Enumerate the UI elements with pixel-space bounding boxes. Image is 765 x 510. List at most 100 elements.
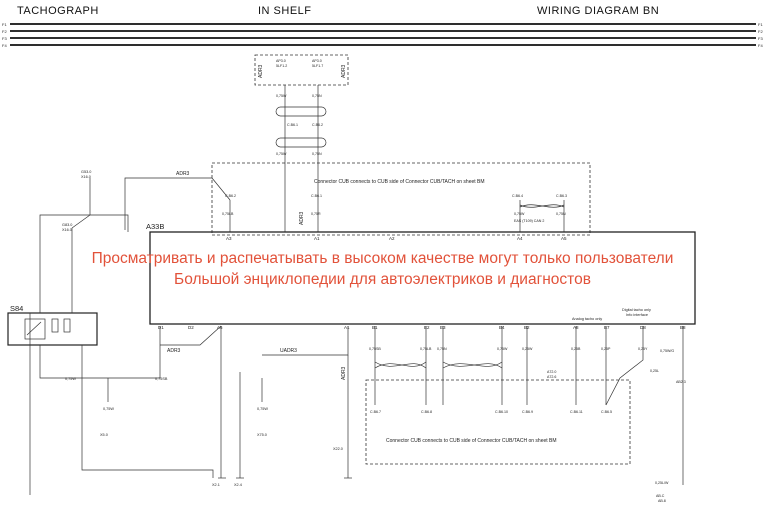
note-analog: Analog tacho only xyxy=(572,317,602,321)
wire-left-sb: 0,75SB xyxy=(155,377,168,381)
wire-b8-bot: 0,25L/W xyxy=(655,481,669,485)
pin-bot-d2: D2 xyxy=(188,325,194,330)
connector-label-cb62: C.B6.2 xyxy=(312,123,323,127)
ground-x24: X2.4 xyxy=(234,483,242,487)
wire-label-mid-w: 0,75W xyxy=(276,152,287,156)
top-ref-4: 5LF1.7 xyxy=(312,64,323,68)
bottom-ref-5: C.B6.11 xyxy=(570,410,583,414)
tachograph-box xyxy=(149,231,696,325)
wire-label-mid-n: 0,75N xyxy=(312,152,322,156)
wire-b1: 0,75SB xyxy=(369,347,381,351)
wire-b8b: 0,25L xyxy=(650,369,659,373)
wire-mid-w: 0,75W xyxy=(257,407,268,411)
pin-bot-a1: A1 xyxy=(344,325,350,330)
switch-internals xyxy=(24,318,71,340)
bottom-ref-4: C.B6.9 xyxy=(522,410,533,414)
s84-switch-box xyxy=(7,312,98,346)
connector-label-cb61: C.B6.1 xyxy=(287,123,298,127)
conn-top-c: C.B6.4 xyxy=(512,194,523,198)
ref-abc: AB.C xyxy=(656,494,665,498)
pin-top-a3: A3 xyxy=(226,236,232,241)
bus-label-3: F3 xyxy=(2,36,7,41)
left-ref-g83: G83.0 xyxy=(62,223,72,227)
bus-label-right-1: F1 xyxy=(758,22,763,27)
top-connector-box xyxy=(254,54,349,86)
note-info: Info interface xyxy=(626,313,648,317)
ref-a72: A72.0 xyxy=(547,370,556,374)
conn-top-b: C.B6.1 xyxy=(311,194,322,198)
pin-bot-b7: B7 xyxy=(604,325,610,330)
top-ref-3: 5LF1.2 xyxy=(276,64,287,68)
pin-top-a4: A4 xyxy=(517,236,523,241)
conn-top-d: C.B6.3 xyxy=(556,194,567,198)
watermark-line-2: Большой энциклопедии для автоэлектриков … xyxy=(174,271,591,288)
top-ref-2: AP3.0 xyxy=(312,59,322,63)
wire-a3: 0,75LB xyxy=(222,212,234,216)
wire-e3: 0,75N xyxy=(437,347,447,351)
wire-a5: 0,75N xyxy=(556,212,566,216)
note-digital: Digital tacho only xyxy=(622,308,651,312)
pin-bot-e2: E2 xyxy=(424,325,430,330)
wire-b2: 0,25W xyxy=(522,347,533,351)
header-right-title: WIRING DIAGRAM BN xyxy=(537,5,660,17)
adr-top-label: ADR3 xyxy=(176,171,190,177)
ground-x75: X75.0 xyxy=(257,433,267,437)
bus-label-right-3: F3 xyxy=(758,36,763,41)
switch-id: S84 xyxy=(10,304,23,313)
ground-x21: X2.1 xyxy=(212,483,220,487)
left-ref-x16: X16.0 xyxy=(81,175,91,179)
bus-label-right-2: F2 xyxy=(758,29,763,34)
wire-d8: 0,25Y xyxy=(638,347,648,351)
can-label: EAS (T109) CAN 2 xyxy=(514,219,544,223)
bottom-ref-3: C.B6.10 xyxy=(495,410,508,414)
left-ref-g53: G53.0 xyxy=(81,170,91,174)
pin-top-a2: A2 xyxy=(389,236,395,241)
left-ref-x16b: X16.0 xyxy=(62,228,72,232)
wire-e2: 0,75LB xyxy=(420,347,432,351)
adr-vertical-mid: ADR3 xyxy=(299,211,305,225)
top-ref-1: AP3.0 xyxy=(276,59,286,63)
wire-b8: 0,75W/G xyxy=(660,349,674,353)
wire-label-top-w: 0,75W xyxy=(276,94,287,98)
conn-top-a: C.B6.2 xyxy=(225,194,236,198)
ref-ab8: AB.8 xyxy=(658,499,666,503)
wire-a4: 0,75W xyxy=(514,212,525,216)
wire-label-top-n: 0,75N xyxy=(312,94,322,98)
bottom-ref-1: C.B6.7 xyxy=(370,410,381,414)
bus-label-2: F2 xyxy=(2,29,7,34)
watermark-line-1: Просматривать и распечатывать в высоком … xyxy=(91,250,674,267)
pin-bot-d1: D1 xyxy=(158,325,164,330)
bottom-ref-6: C.B6.5 xyxy=(601,410,612,414)
uadr-label: UADR3 xyxy=(280,348,297,354)
wire-b4: 0,75W xyxy=(497,347,508,351)
wire-left-w2: 0,75W xyxy=(103,407,114,411)
bottom-note-box xyxy=(365,379,631,465)
ground-x22: X22.0 xyxy=(333,447,343,451)
bottom-ref-2: C.B6.8 xyxy=(421,410,432,414)
bus-label-4: F4 xyxy=(2,43,7,48)
bus-label-1: F1 xyxy=(2,22,7,27)
bus-lines xyxy=(10,23,756,46)
bus-label-right-4: F4 xyxy=(758,43,763,48)
bottom-connector-note: Connector CUB connects to CUB side of Co… xyxy=(386,438,557,444)
top-connector-note: Connector CUB connects to CUB side of Co… xyxy=(314,179,485,185)
wire-left-w: 0,75W xyxy=(65,377,76,381)
ground-x2-1: X5.0 xyxy=(100,433,108,437)
tachograph-id: A33B xyxy=(146,222,164,231)
wire-a8: 0,25B xyxy=(571,347,581,351)
ref-ab23: AB2.3 xyxy=(676,380,686,384)
pin-top-a5: A5 xyxy=(561,236,567,241)
pin-bot-a6: A6 xyxy=(217,325,223,330)
top-note-box xyxy=(211,162,591,236)
adr-top-box-label-right: ADR3 xyxy=(341,64,347,78)
adr-top-box-label: ADR3 xyxy=(258,64,264,78)
header-center-title: IN SHELF xyxy=(258,5,312,17)
wire-a1: 0,75R xyxy=(311,212,321,216)
ref-a726: A72.6 xyxy=(547,375,556,379)
header-left-title: TACHOGRAPH xyxy=(17,5,99,17)
adr-vertical-bottom: ADR3 xyxy=(341,366,347,380)
wire-b7: 0,25P xyxy=(601,347,611,351)
adr-left-label: ADR3 xyxy=(167,348,181,354)
